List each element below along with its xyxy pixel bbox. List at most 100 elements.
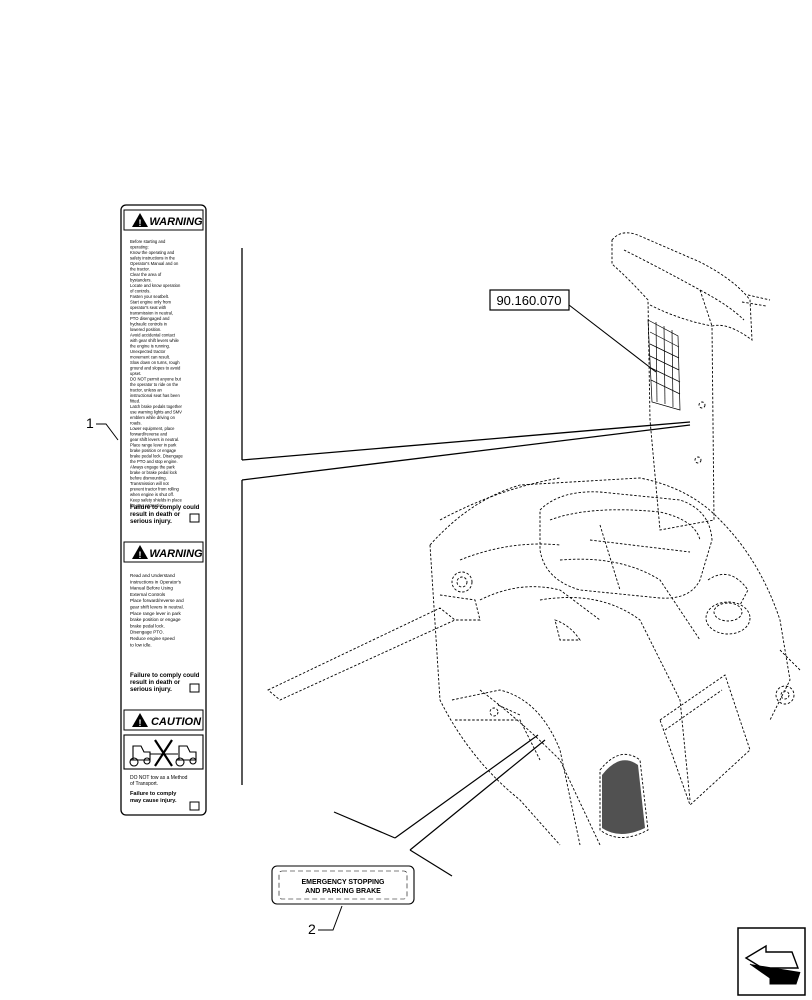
decal-text-line: brake pedal lock. xyxy=(130,623,165,628)
decal-text-line: PTO disengaged and xyxy=(130,316,170,321)
decal-text-line: Keep safety shields in place xyxy=(130,498,183,503)
decal-text-line: lowered position. xyxy=(130,327,161,332)
decal-text-line: Start engine only from xyxy=(130,300,171,305)
decal-text-line: Reduce engine speed xyxy=(130,636,175,641)
decal-text-line: Failure to comply xyxy=(130,791,177,797)
decal-text-line: Place range lever in park xyxy=(130,443,177,448)
decal-text-line: Latch brake pedals together xyxy=(130,404,183,409)
decal-text-line: brake pedal lock. Disengage xyxy=(130,454,184,459)
decal-text-line: serious injury. xyxy=(130,686,172,693)
warning-header-1: ! WARNING xyxy=(123,209,204,231)
warning-header-2: ! WARNING xyxy=(123,541,204,563)
speaker-grille xyxy=(602,760,645,834)
decal-text-line: Lower equipment, place xyxy=(130,426,175,431)
no-tow-pictogram-icon xyxy=(123,734,204,770)
warning-header-1-label: WARNING xyxy=(149,216,203,228)
decal-text-line: DO NOT tow as a Method xyxy=(130,775,188,781)
svg-text:!: ! xyxy=(139,718,142,728)
decal-text-line: Failure to comply could xyxy=(130,672,200,679)
decal-text-line: gear shift levers in neutral. xyxy=(130,437,179,442)
decal-text-line: roads. xyxy=(130,421,142,426)
decal-2-line-2: AND PARKING BRAKE xyxy=(305,888,381,895)
callout-1-label: 1 xyxy=(86,415,94,431)
decal-text-line: prevent tractor from rolling xyxy=(130,487,180,492)
decal-text-line: Clear the area of xyxy=(130,272,162,277)
decal-text-line: gear shift levers in neutral. xyxy=(130,605,184,610)
tractor-cab-illustration xyxy=(267,232,801,846)
decal-text-line: Instructions in Operator's xyxy=(130,579,182,584)
decal-text-line: Operator's Manual and on xyxy=(130,261,179,266)
decal-text-line: emblem while driving on xyxy=(130,415,176,420)
bracket-lines xyxy=(241,248,691,785)
callout-2: 2 xyxy=(308,905,343,937)
decal-text-line: of controls. xyxy=(130,289,150,294)
decal-text-line: the PTO and stop engine. xyxy=(130,459,178,464)
decal-text-line: brake position or engage xyxy=(130,448,177,453)
leader-lines xyxy=(333,734,546,877)
decal-2-line-1: EMERGENCY STOPPING xyxy=(302,879,386,886)
decal-text-line: Before starting and xyxy=(130,239,166,244)
caution-header-label: CAUTION xyxy=(151,716,202,728)
decal-text-line: of Transport. xyxy=(130,781,158,787)
decal-text-line: may cause injury. xyxy=(130,798,177,804)
decal-text-line: forward/reverse and xyxy=(130,432,168,437)
warning-header-2-label: WARNING xyxy=(149,548,203,560)
decal-text-line: bystanders. xyxy=(130,278,152,283)
decal-text-line: Place range lever in park xyxy=(130,611,182,616)
decal-text-line: use warning lights and SMV xyxy=(130,410,182,415)
decal-text-line: result in death or xyxy=(130,511,181,518)
decal-text-line: ground and slopes to avoid xyxy=(130,366,181,371)
decal-text-line: instructional seat has been xyxy=(130,393,180,398)
callout-1: 1 xyxy=(86,415,119,441)
decal-text-line: tractor, unless an xyxy=(130,388,163,393)
decal-text-line: the operator to ride on the xyxy=(130,382,179,387)
decal-text-line: External Controls xyxy=(130,592,166,597)
decal-text-line: DO NOT permit anyone but xyxy=(130,377,182,382)
decal-text-line: fitted. xyxy=(130,399,140,404)
decal-text-line: with gear shift levers while xyxy=(130,338,180,343)
decal-1: ! WARNING Before starting andoperating:K… xyxy=(120,204,207,816)
manual-icon xyxy=(189,683,200,693)
svg-text:!: ! xyxy=(139,218,142,228)
decal-text-line: the tractor. xyxy=(130,267,150,272)
previous-page-arrow-icon[interactable] xyxy=(737,927,806,996)
decal-text-line: brake position or engage xyxy=(130,617,181,622)
decal-text-line: before dismounting. xyxy=(130,476,167,481)
manual-icon xyxy=(189,513,200,523)
decal-text-line: Know the operating and xyxy=(130,250,175,255)
caution-header: ! CAUTION xyxy=(123,709,204,731)
decal-text-line: for your protection. xyxy=(130,503,165,508)
decal-text-line: Slow down on turns, rough xyxy=(130,360,180,365)
callout-2-label: 2 xyxy=(308,921,316,937)
decal-text-line: movement can result. xyxy=(130,355,170,360)
decal-text-line: serious injury. xyxy=(130,518,172,525)
decal-text-line: transmission in neutral, xyxy=(130,311,173,316)
decal-text-line: result in death or xyxy=(130,679,181,686)
decal-text-line: Always engage the park xyxy=(130,465,176,470)
decal-text-line: Avoid accidental contact xyxy=(130,333,176,338)
decal-text-line: Fasten your seatbelt. xyxy=(130,294,169,299)
decal-text-line: Manual Before Using xyxy=(130,586,173,591)
decal-text-line: Unexpected tractor xyxy=(130,349,166,354)
decal-text-line: Locate and know operation xyxy=(130,283,181,288)
decal-text-line: Failure to comply could xyxy=(130,504,200,511)
decal-text-line: safety instructions in the xyxy=(130,256,176,261)
decal-text-line: hydraulic controls in xyxy=(130,322,168,327)
decal-text-line: Transmission will not xyxy=(130,481,170,486)
decal-text-line: the engine is running. xyxy=(130,344,170,349)
decal-text-line: when engine is shut off. xyxy=(130,492,174,497)
decal-text-line: Read and Understand xyxy=(130,573,175,578)
decal-text-line: brake or brake pedal lock xyxy=(130,470,178,475)
decal-text-line: operating: xyxy=(130,245,149,250)
manual-icon xyxy=(189,801,200,811)
decal-text-line: operator's seat with xyxy=(130,305,167,310)
decal-2: EMERGENCY STOPPING AND PARKING BRAKE xyxy=(271,865,415,905)
reference-callout: 90.160.070 xyxy=(489,289,657,373)
